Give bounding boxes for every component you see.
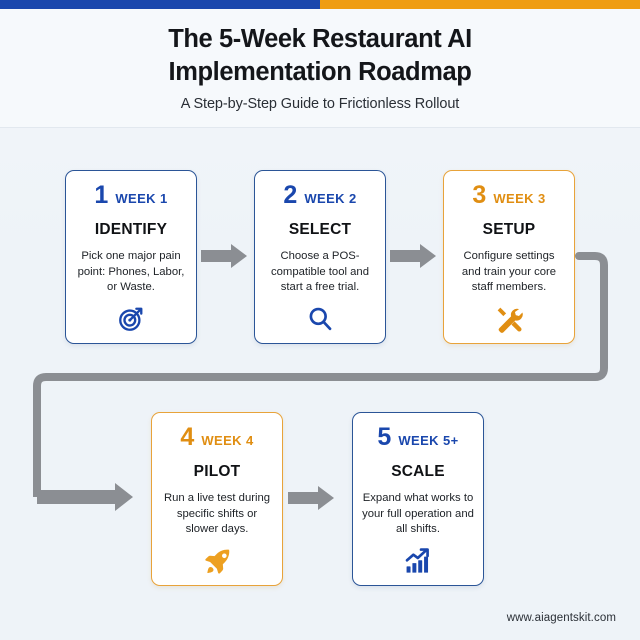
header: The 5-Week Restaurant AI Implementation … <box>0 9 640 128</box>
page-title-line-1: The 5-Week Restaurant AI <box>168 25 472 53</box>
page-title: The 5-Week Restaurant AI Implementation … <box>0 9 640 88</box>
step-title: SELECT <box>288 221 352 238</box>
step-title: SETUP <box>482 221 536 238</box>
step-description: Run a live test during specific shifts o… <box>163 492 271 536</box>
step-title: IDENTIFY <box>94 221 168 238</box>
step-description: Pick one major pain point: Phones, Labor… <box>77 250 185 294</box>
step-description: Expand what works to your full operation… <box>362 492 474 536</box>
step-number: 5 <box>377 423 392 451</box>
step-card-header: 2 WEEK 2 <box>264 183 376 208</box>
step-card-scale[interactable]: 5 WEEK 5+ SCALE Expand what works to you… <box>352 412 484 586</box>
arrow-step1-to-step2 <box>201 244 247 268</box>
step-card-header: 1 WEEK 1 <box>75 183 187 208</box>
step-description: Choose a POS-compatible tool and start a… <box>271 250 369 294</box>
tools-icon <box>444 304 574 334</box>
page-title-line-2: Implementation Roadmap <box>168 57 472 86</box>
step-description: Configure settings and train your core s… <box>461 250 557 294</box>
step-week-label: WEEK 3 <box>493 191 546 206</box>
step-number: 2 <box>283 181 298 209</box>
top-accent-bar <box>0 0 640 9</box>
step-card-identify[interactable]: 1 WEEK 1 IDENTIFY Pick one major pain po… <box>65 170 197 344</box>
growth-chart-icon <box>353 546 483 576</box>
footer-url: www.aiagentskit.com <box>506 612 616 624</box>
step-card-header: 4 WEEK 4 <box>161 425 273 450</box>
step-week-label: WEEK 1 <box>115 191 168 206</box>
arrow-step4-to-step5 <box>288 486 334 510</box>
step-number: 4 <box>180 423 195 451</box>
step-week-label: WEEK 5+ <box>398 433 459 448</box>
step-card-header: 5 WEEK 5+ <box>362 425 474 450</box>
step-week-label: WEEK 2 <box>304 191 357 206</box>
step-card-select[interactable]: 2 WEEK 2 SELECT Choose a POS-compatible … <box>254 170 386 344</box>
arrow-step2-to-step3 <box>390 244 436 268</box>
step-card-setup[interactable]: 3 WEEK 3 SETUP Configure settings and tr… <box>443 170 575 344</box>
rocket-icon <box>152 546 282 576</box>
step-number: 3 <box>472 181 487 209</box>
target-icon <box>66 304 196 334</box>
step-title: PILOT <box>193 463 241 480</box>
step-card-header: 3 WEEK 3 <box>453 183 565 208</box>
magnifier-icon <box>255 304 385 334</box>
page-subtitle: A Step-by-Step Guide to Frictionless Rol… <box>180 96 460 113</box>
top-accent-orange-segment <box>320 0 640 9</box>
top-accent-blue-segment <box>0 0 320 9</box>
step-card-pilot[interactable]: 4 WEEK 4 PILOT Run a live test during sp… <box>151 412 283 586</box>
step-title: SCALE <box>391 463 445 480</box>
step-week-label: WEEK 4 <box>201 433 254 448</box>
step-number: 1 <box>94 181 109 209</box>
